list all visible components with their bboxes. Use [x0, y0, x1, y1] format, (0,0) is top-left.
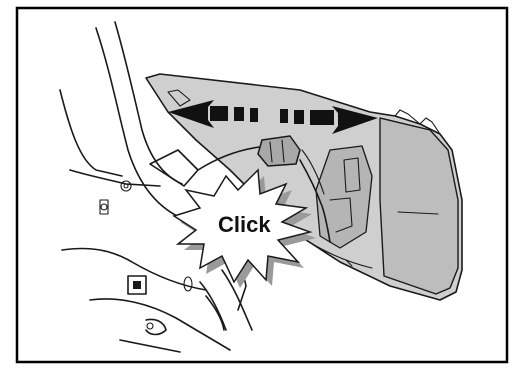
arrow-dash — [210, 106, 228, 121]
click-callout: Click — [172, 168, 316, 288]
electrical-connector — [257, 135, 301, 167]
double-arrow — [168, 100, 378, 134]
callout-burst — [172, 168, 313, 284]
arrow-dash — [234, 107, 244, 121]
arrow-head-right — [332, 106, 378, 134]
vehicle-body-lineart — [59, 21, 253, 353]
arrow-dash — [310, 110, 334, 125]
arrow-dash — [294, 110, 304, 124]
callout-label: Click — [218, 212, 271, 237]
arrow-head-left — [168, 100, 214, 128]
arrow-dash — [250, 108, 258, 122]
door-trim-panel — [145, 73, 463, 301]
arrow-dash — [280, 109, 288, 123]
